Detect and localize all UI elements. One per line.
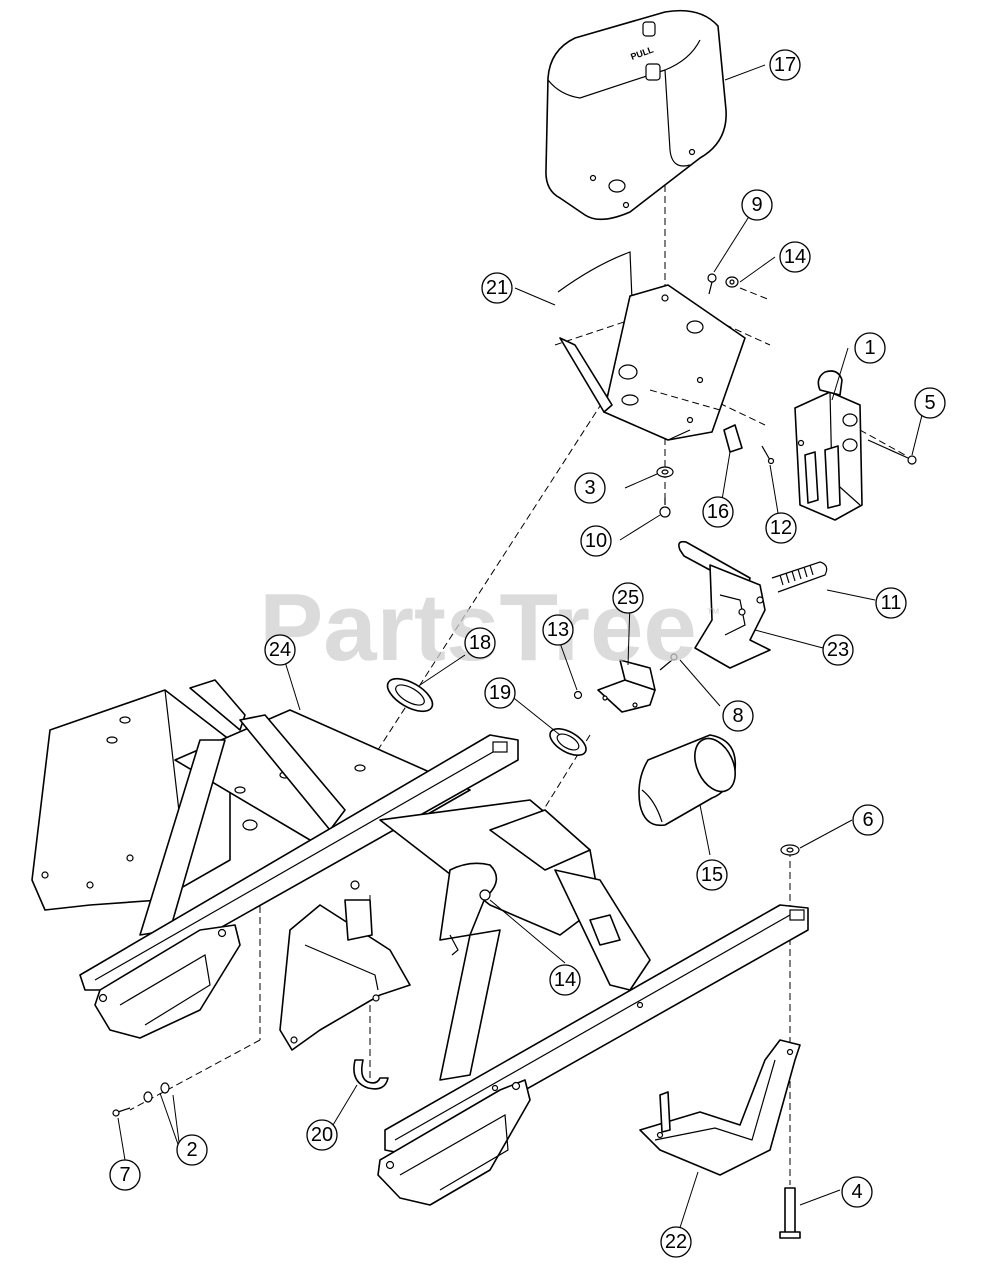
screw-8-part [659, 653, 678, 671]
grommet-19-part [549, 727, 587, 757]
svg-text:14: 14 [784, 246, 806, 268]
svg-text:19: 19 [489, 682, 511, 704]
nut-14-upper-part [725, 276, 739, 288]
svg-text:12: 12 [770, 517, 792, 539]
leader-lines [117, 64, 926, 1241]
svg-text:21: 21 [486, 277, 508, 299]
svg-text:9: 9 [751, 194, 762, 216]
screw-7-part [112, 1107, 131, 1117]
watermark: PartsTree ™ [259, 574, 720, 681]
bracket-25-part [597, 659, 656, 713]
svg-text:25: 25 [617, 587, 639, 609]
callout-19: 19 [484, 677, 516, 709]
bolt-10-part [659, 498, 671, 518]
cylinder-15-part [638, 734, 737, 827]
svg-text:20: 20 [311, 1124, 333, 1146]
callout-25: 25 [612, 582, 644, 614]
callout-7: 7 [109, 1159, 141, 1191]
callout-13: 13 [542, 614, 574, 646]
control-lever-part [678, 540, 771, 669]
svg-text:7: 7 [119, 1164, 130, 1186]
bracket-22-part [639, 1039, 801, 1176]
screw-9-part [707, 273, 717, 295]
svg-text:1: 1 [864, 337, 875, 359]
svg-text:6: 6 [862, 809, 873, 831]
svg-text:22: 22 [665, 1231, 687, 1253]
nut-13-part [573, 690, 583, 700]
callout-6: 6 [852, 804, 884, 836]
svg-text:11: 11 [881, 592, 902, 614]
washer-6-part [780, 844, 800, 856]
svg-text:8: 8 [732, 705, 743, 727]
svg-text:14: 14 [554, 969, 576, 991]
clip-16-part [723, 424, 743, 453]
washer-3-part [656, 466, 674, 478]
callout-12: 12 [765, 512, 797, 544]
callout-3: 3 [574, 472, 606, 504]
callout-14-upper: 14 [779, 241, 811, 273]
svg-text:2: 2 [186, 1139, 197, 1161]
svg-text:24: 24 [269, 639, 291, 661]
callout-10: 10 [580, 525, 612, 557]
callout-5: 5 [914, 387, 946, 419]
callout-9: 9 [741, 189, 773, 221]
washer-2-part [143, 1082, 170, 1103]
callout-21: 21 [481, 272, 513, 304]
clip-20-part [353, 1059, 389, 1090]
callout-24: 24 [264, 634, 296, 666]
callout-18: 18 [464, 627, 496, 659]
svg-text:3: 3 [584, 477, 595, 499]
callout-11: 11 [875, 587, 907, 619]
callout-14-lower: 14 [549, 964, 581, 996]
callout-2: 2 [176, 1134, 208, 1166]
watermark-trademark: ™ [706, 605, 720, 621]
callout-20: 20 [306, 1119, 338, 1151]
bracket-part [557, 251, 746, 441]
bolt-4-part [779, 1187, 801, 1239]
main-frame-part [31, 679, 809, 1206]
svg-text:15: 15 [701, 864, 723, 886]
tank-part: PULL [545, 9, 727, 221]
callout-4: 4 [841, 1176, 873, 1208]
svg-text:4: 4 [851, 1181, 862, 1203]
svg-text:10: 10 [585, 530, 607, 552]
svg-text:18: 18 [469, 632, 491, 654]
callout-22: 22 [660, 1226, 692, 1258]
callout-16: 16 [702, 496, 734, 528]
valve-part [794, 370, 863, 521]
callout-17: 17 [769, 49, 801, 81]
screw-12-part [761, 445, 775, 465]
svg-text:23: 23 [827, 639, 849, 661]
svg-text:16: 16 [707, 501, 729, 523]
callout-23: 23 [822, 634, 854, 666]
svg-text:5: 5 [924, 392, 935, 414]
svg-text:13: 13 [547, 619, 569, 641]
spring-11-part [771, 561, 828, 593]
svg-text:17: 17 [774, 54, 796, 76]
callout-8: 8 [722, 700, 754, 732]
bolt-5-part [867, 439, 917, 465]
grommet-18-part [386, 677, 434, 713]
callout-labels: 1 2 3 4 5 6 7 8 [109, 49, 946, 1258]
callout-1: 1 [854, 332, 886, 364]
callout-15: 15 [696, 859, 728, 891]
